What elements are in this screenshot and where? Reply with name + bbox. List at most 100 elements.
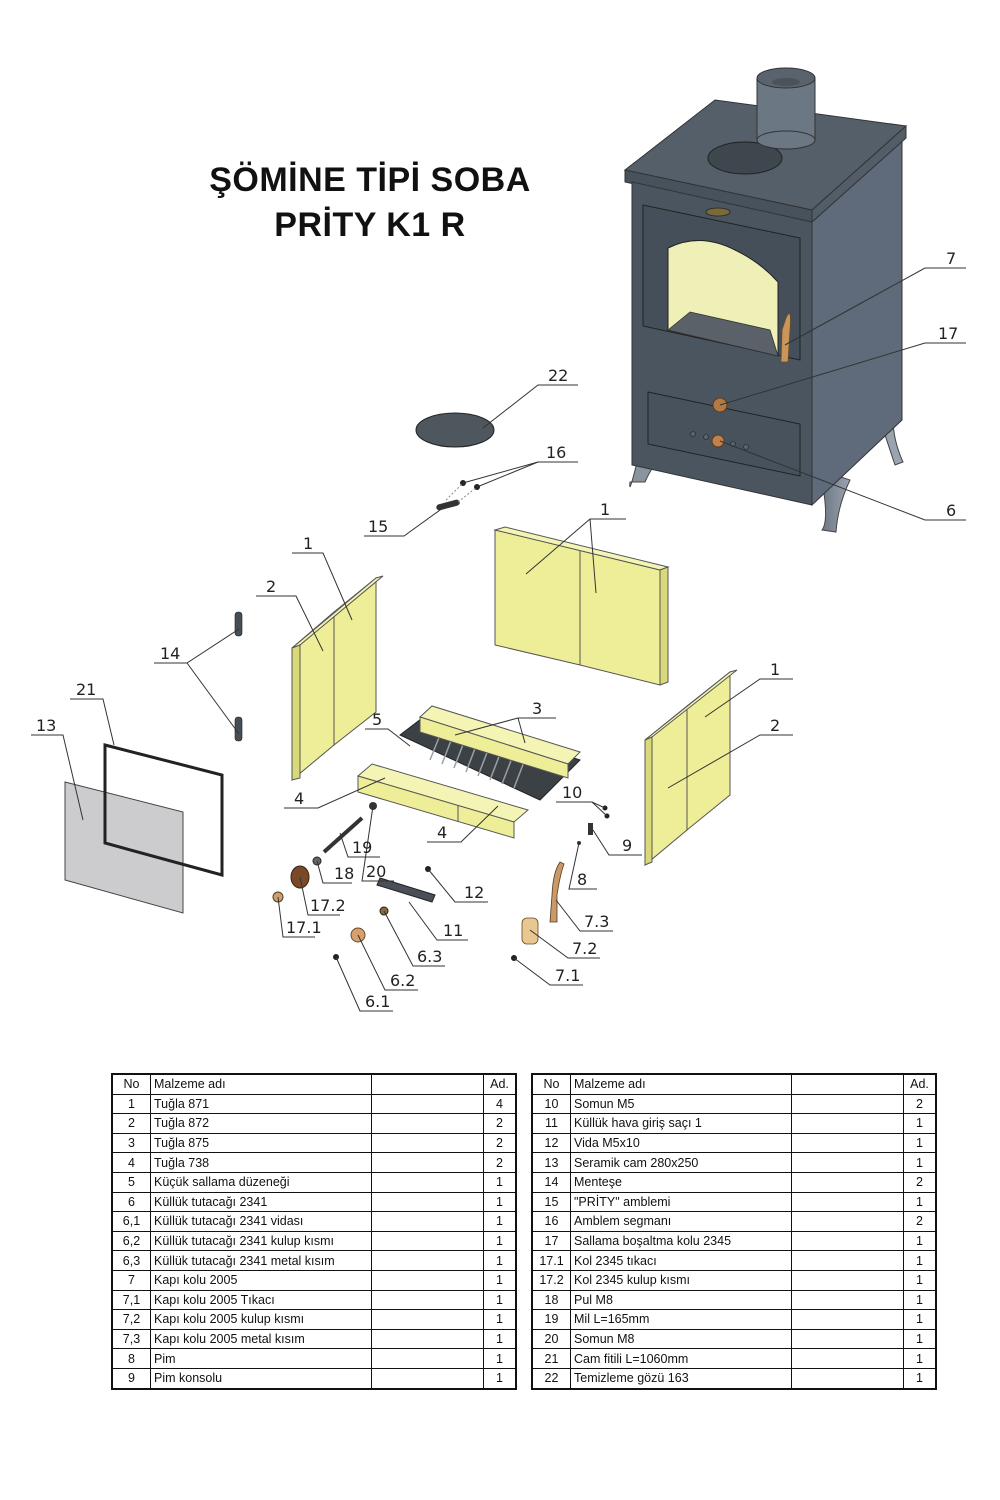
callout-7: 7 bbox=[946, 249, 956, 268]
callout-1-right: 1 bbox=[770, 660, 780, 679]
part-14-hinge bbox=[234, 716, 243, 742]
header-blank bbox=[791, 1073, 904, 1095]
part-name: Kapı kolu 2005 Tıkacı bbox=[150, 1289, 372, 1311]
part-quantity: 1 bbox=[903, 1367, 937, 1390]
part-quantity: 1 bbox=[483, 1211, 517, 1232]
part-name: Tuğla 871 bbox=[150, 1093, 372, 1115]
part-name: Tuğla 875 bbox=[150, 1132, 372, 1154]
header-blank bbox=[371, 1073, 484, 1095]
part-number: 8 bbox=[111, 1348, 151, 1369]
part-number: 12 bbox=[531, 1132, 571, 1154]
callout-2-right: 2 bbox=[770, 716, 780, 735]
callout-1-back: 1 bbox=[600, 500, 610, 519]
part-15-emblem bbox=[436, 499, 460, 511]
header-qty: Ad. bbox=[483, 1073, 517, 1095]
part-number: 5 bbox=[111, 1171, 151, 1193]
part-name: Cam fitili L=1060mm bbox=[570, 1348, 792, 1369]
callout-19: 19 bbox=[352, 838, 372, 857]
part-number: 19 bbox=[531, 1309, 571, 1330]
header-name: Malzeme adı bbox=[570, 1073, 792, 1095]
callout-22: 22 bbox=[548, 366, 568, 385]
part-name: Küllük tutacağı 2341 metal kısım bbox=[150, 1250, 372, 1271]
blank-cell bbox=[791, 1367, 904, 1390]
part-name: Temizleme gözü 163 bbox=[570, 1367, 792, 1390]
part-1-2-left-bricks bbox=[291, 575, 384, 782]
part-11-air-plate bbox=[376, 877, 436, 903]
page-title: ŞÖMİNE TİPİ SOBA bbox=[209, 161, 531, 199]
part-quantity: 1 bbox=[483, 1328, 517, 1350]
callout-12: 12 bbox=[464, 883, 484, 902]
callout-21: 21 bbox=[76, 680, 96, 699]
blank-cell bbox=[791, 1113, 904, 1134]
part-number: 22 bbox=[531, 1367, 571, 1390]
part-quantity: 1 bbox=[903, 1328, 937, 1350]
callout-6-2: 6.2 bbox=[390, 971, 415, 990]
part-name: Kol 2345 tıkacı bbox=[570, 1250, 792, 1271]
callout-16: 16 bbox=[546, 443, 566, 462]
part-7-3-handle-metal bbox=[549, 861, 565, 923]
flue-pipe bbox=[756, 67, 816, 150]
blank-cell bbox=[791, 1250, 904, 1271]
blank-cell bbox=[791, 1289, 904, 1311]
part-name: "PRİTY" amblemi bbox=[570, 1191, 792, 1213]
blank-cell bbox=[791, 1152, 904, 1173]
blank-cell bbox=[371, 1289, 484, 1311]
blank-cell bbox=[791, 1191, 904, 1213]
part-quantity: 1 bbox=[483, 1191, 517, 1213]
ash-drawer bbox=[647, 391, 801, 477]
part-quantity: 4 bbox=[483, 1093, 517, 1115]
blank-cell bbox=[371, 1171, 484, 1193]
part-name: Pim bbox=[150, 1348, 372, 1369]
part-quantity: 2 bbox=[483, 1113, 517, 1134]
part-name: Kol 2345 kulup kısmı bbox=[570, 1269, 792, 1291]
part-number: 15 bbox=[531, 1191, 571, 1213]
part-19-shaft bbox=[322, 816, 364, 854]
part-number: 4 bbox=[111, 1152, 151, 1173]
part-name: Kapı kolu 2005 kulup kısmı bbox=[150, 1309, 372, 1330]
part-name: Kapı kolu 2005 bbox=[150, 1269, 372, 1291]
part-quantity: 1 bbox=[903, 1309, 937, 1330]
part-name: Tuğla 738 bbox=[150, 1152, 372, 1173]
table-header-row: No Malzeme adı Ad. bbox=[531, 1073, 937, 1095]
blank-cell bbox=[371, 1348, 484, 1369]
blank-cell bbox=[371, 1093, 484, 1115]
part-number: 6,2 bbox=[111, 1230, 151, 1252]
part-number: 1 bbox=[111, 1093, 151, 1115]
part-number: 7,2 bbox=[111, 1309, 151, 1330]
part-name: Küllük hava giriş saçı 1 bbox=[570, 1113, 792, 1134]
part-name: Vida M5x10 bbox=[570, 1132, 792, 1154]
part-quantity: 1 bbox=[903, 1250, 937, 1271]
part-number: 10 bbox=[531, 1093, 571, 1115]
part-quantity: 1 bbox=[903, 1269, 937, 1291]
blank-cell bbox=[791, 1230, 904, 1252]
part-quantity: 2 bbox=[903, 1211, 937, 1232]
callout-15: 15 bbox=[368, 517, 388, 536]
part-name: Seramik cam 280x250 bbox=[570, 1152, 792, 1173]
blank-cell bbox=[371, 1211, 484, 1232]
blank-cell bbox=[791, 1348, 904, 1369]
part-name: Somun M5 bbox=[570, 1093, 792, 1115]
part-quantity: 1 bbox=[903, 1289, 937, 1311]
header-no: No bbox=[111, 1073, 151, 1095]
part-name: Kapı kolu 2005 metal kısım bbox=[150, 1328, 372, 1350]
part-quantity: 1 bbox=[903, 1191, 937, 1213]
ash-drawer-knob bbox=[711, 434, 725, 448]
callout-4-right: 4 bbox=[437, 823, 447, 842]
callout-17-1: 17.1 bbox=[286, 918, 322, 937]
blank-cell bbox=[791, 1309, 904, 1330]
blank-cell bbox=[791, 1132, 904, 1154]
